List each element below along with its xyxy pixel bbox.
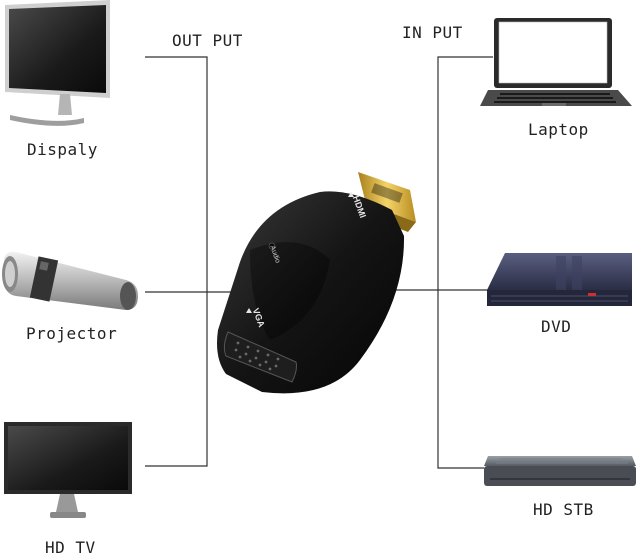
display-monitor-image [5,0,110,126]
output-bracket-line [145,56,208,467]
projector-label: Projector [26,324,118,343]
hdstb-image [484,456,636,486]
connector-lines [145,56,493,469]
hdmi-vga-adapter-image: HDMI Audio VGA [217,172,416,394]
vga-port [223,331,297,383]
adapter-body [217,191,405,394]
vga-arrow-icon [246,308,252,313]
dvd-label: DVD [541,317,572,336]
laptop-label: Laptop [528,120,589,139]
hdstb-label: HD STB [533,500,594,519]
input-label: IN PUT [402,23,463,42]
laptop-image [480,18,632,106]
hdtv-label: HD TV [45,538,96,557]
output-label: OUT PUT [172,31,243,50]
projector-image [2,251,138,310]
audio-jack [268,242,276,250]
display-label: Dispaly [27,140,98,159]
input-bracket-line [437,56,493,469]
dvd-player-image [487,253,632,306]
hdtv-image [4,422,132,518]
hdmi-arrow-icon [348,192,354,197]
